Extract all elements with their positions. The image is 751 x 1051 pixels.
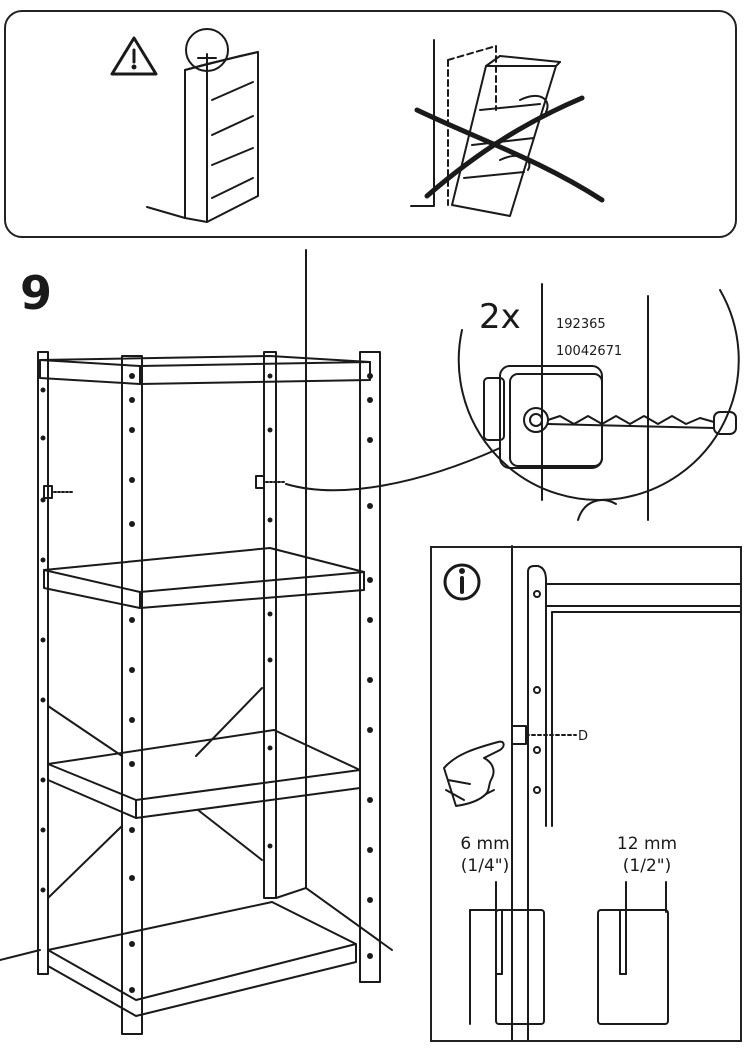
wall-attachment-detail [457,283,740,521]
gap-6mm-label: 6 mm [460,834,510,854]
tipping-shelf-crossed [410,39,605,217]
step-number: 9 [20,266,53,320]
shelf-unit-drawing [0,249,501,1035]
part-number: 10042671 [556,344,623,359]
pointing-hand-icon [443,740,505,807]
gap-gauge-6mm [469,881,545,1025]
gap-6mm-inch-label: (1/4") [460,856,510,876]
info-circle-icon [443,563,481,601]
fastener-quantity: 2x [479,297,521,337]
safety-warning-panel [4,10,737,238]
part-number: 192365 [556,317,606,332]
gap-12mm-inch-label: (1/2") [622,856,672,876]
tall-shelf-against-wall [146,28,259,223]
upright-detail [511,545,741,1041]
warning-triangle-icon [110,36,158,76]
info-panel [430,546,742,1042]
gap-gauge-12mm [597,881,669,1025]
screw-label: D [578,729,589,744]
gap-12mm-label: 12 mm [616,834,678,854]
